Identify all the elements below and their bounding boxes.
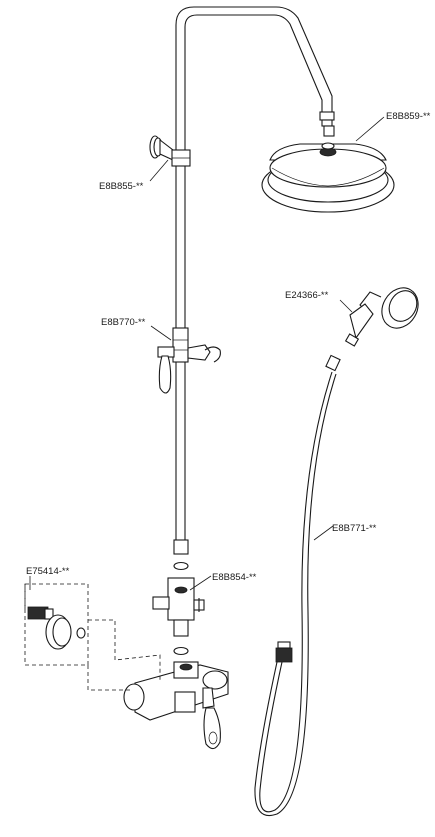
diverter-drawing	[152, 577, 205, 656]
label-diverter: E8B854-**	[212, 572, 257, 583]
label-wall-union: E75414-**	[26, 566, 70, 577]
wall-union-drawing	[24, 583, 161, 691]
wall-bracket-drawing	[149, 135, 191, 167]
label-wall-bracket: E8B855-**	[99, 181, 144, 192]
overhead-shower-drawing	[261, 125, 395, 213]
hand-shower-drawing	[344, 287, 419, 347]
leader-lines	[29, 116, 385, 591]
slide-holder-drawing	[157, 327, 221, 394]
mixer-drawing	[123, 661, 229, 750]
rail-bottom-connector	[173, 539, 189, 571]
riser-rail	[175, 6, 335, 540]
label-hose: E8B771-**	[332, 523, 377, 534]
label-overhead-shower: E8B859-**	[386, 111, 431, 122]
label-hand-shower: E24366-**	[285, 290, 329, 301]
hose-drawing	[254, 354, 341, 816]
label-slide-holder: E8B770-**	[101, 317, 146, 328]
